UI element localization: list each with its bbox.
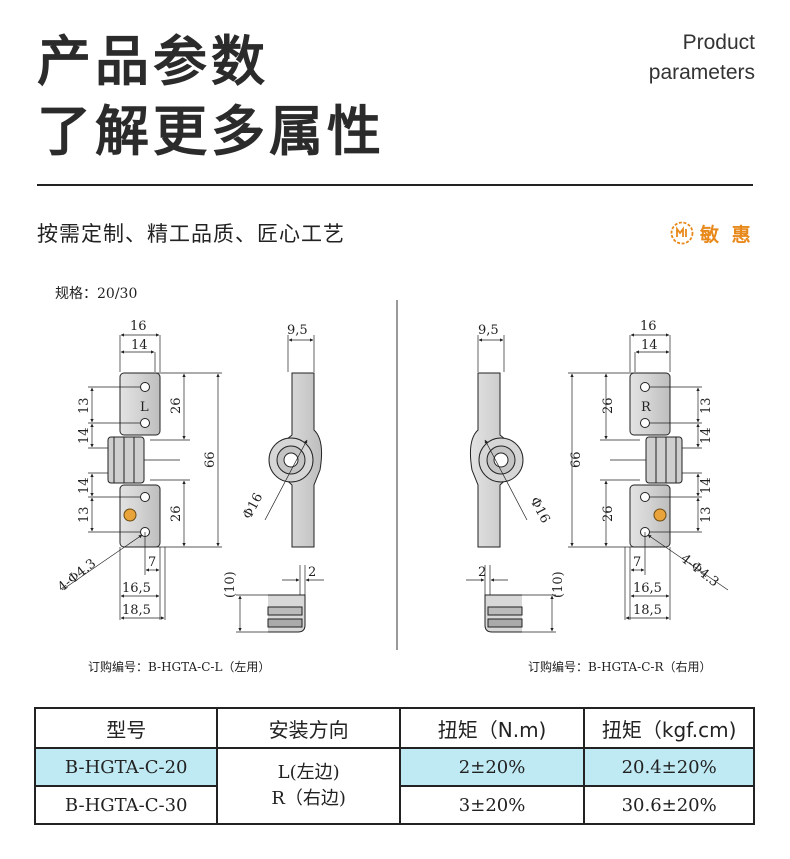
left-dim-top-outer: 16 [130,319,147,334]
right-lower-leaf [629,484,671,548]
table-header-row: 型号 安装方向 扭矩（N.m) 扭矩（kgf.cm) [33,707,755,749]
col-header-model: 型号 [33,707,219,749]
page-title-line-2: 了解更多属性 [37,100,385,163]
cell-direction: L(左边) R（右边) [216,747,401,825]
left-dim-top-inner: 14 [131,338,148,353]
left-side-dim-dia: Φ16 [240,491,266,522]
left-dim-left-1: 13 [77,397,92,414]
right-knuckle [645,436,683,484]
english-title-line-2: parameters [648,61,755,84]
right-letter-mark: R [641,400,652,415]
cell-torque-nm: 3±20% [398,785,586,825]
left-dim-right-lower: 26 [169,505,184,522]
left-dim-left-3: 14 [77,477,92,494]
header-divider [37,184,753,186]
right-dim-bottom-3: 18,5 [633,603,662,618]
left-dim-right-upper: 26 [169,397,184,414]
table-row: B-HGTA-C-30 3±20% 30.6±20% [33,785,755,825]
right-upper-leaf [629,372,671,436]
right-side-view [466,335,556,633]
cell-torque-kgf: 20.4±20% [583,747,755,787]
spec-table: 型号 安装方向 扭矩（N.m) 扭矩（kgf.cm) B-HGTA-C-20 L… [33,707,755,825]
col-header-torque-kgf: 扭矩（kgf.cm) [583,707,755,749]
left-dim-bottom-2: 16,5 [122,581,151,596]
left-letter-mark: L [140,400,149,415]
brand-logo: 敏 惠 [670,218,754,248]
left-side-dim-top: 9,5 [287,323,308,338]
english-title-line-1: Product [682,31,755,54]
right-dim-top-outer: 16 [640,319,657,334]
right-dim-bottom-2: 16,5 [633,581,662,596]
right-dim-left-upper: 26 [601,397,616,414]
right-dim-right-2: 14 [699,427,714,444]
left-dim-bottom-1: 7 [148,555,156,570]
right-front-view [568,333,729,620]
col-header-direction: 安装方向 [216,707,401,749]
left-side-dim-height: (10) [223,571,238,598]
left-side-view [236,335,324,633]
left-knuckle [107,436,145,484]
left-side-dim-thick: 2 [308,565,316,580]
left-order-caption: 订购编号：B-HGTA-C-L（左用） [88,659,270,674]
left-dim-left-4: 13 [77,506,92,523]
page-title-line-1: 产品参数 [37,30,269,93]
left-upper-leaf [119,372,161,436]
brand-name: 敏 惠 [700,223,754,246]
left-gear-mark-icon [123,508,137,522]
right-gear-mark-icon [653,508,667,522]
direction-line-1: L(左边) [277,762,340,783]
right-dim-top-inner: 14 [641,338,658,353]
spec-label: 规格：20/30 [55,286,138,302]
right-order-caption: 订购编号：B-HGTA-C-R（右用） [528,659,712,674]
tagline: 按需定制、精工品质、匠心工艺 [37,222,345,246]
direction-line-2: R（右边) [271,788,346,809]
left-front-view [61,333,222,620]
right-dim-right-3: 14 [699,477,714,494]
left-dim-bottom-3: 18,5 [122,603,151,618]
right-side-dim-dia: Φ16 [526,495,552,526]
right-side-dim-height: (10) [551,571,566,598]
right-dim-overall: 66 [569,451,584,468]
right-dim-left-lower: 26 [601,505,616,522]
cell-model: B-HGTA-C-20 [33,747,219,787]
right-dim-bottom-1: 7 [633,555,641,570]
cell-torque-kgf: 30.6±20% [583,785,755,825]
right-dim-right-4: 13 [699,506,714,523]
left-dim-overall: 66 [203,451,218,468]
left-dim-left-2: 14 [77,427,92,444]
technical-drawing: 16 14 13 14 14 13 26 26 66 L 4-Φ4.3 7 16… [55,300,729,674]
right-side-dim-thick: 2 [478,565,486,580]
cell-model: B-HGTA-C-30 [33,785,219,825]
right-side-dim-top: 9,5 [478,323,499,338]
col-header-torque-nm: 扭矩（N.m) [398,707,586,749]
left-lower-leaf [119,484,161,548]
cell-torque-nm: 2±20% [398,747,586,787]
left-dim-hole: 4-Φ4.3 [55,556,99,595]
table-row: B-HGTA-C-20 L(左边) R（右边) 2±20% 20.4±20% [33,747,755,825]
right-dim-right-1: 13 [699,397,714,414]
right-dim-hole: 4-Φ4.3 [678,551,722,590]
brand-logo-icon [670,221,694,245]
